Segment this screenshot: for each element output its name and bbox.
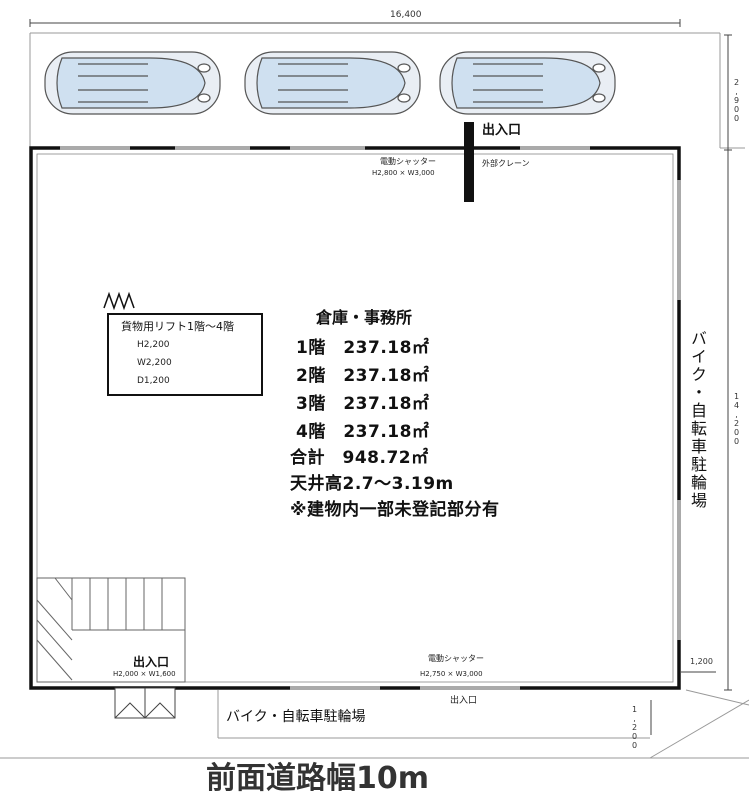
bottom-shutter-label: 電動シャッター — [428, 654, 484, 663]
bottom-right-dim — [650, 671, 716, 735]
summary-floor-1: 1階 237.18㎡ — [296, 338, 430, 358]
car-2 — [244, 51, 421, 115]
top-dimension-line — [29, 19, 681, 27]
dimension-top-width: 16,400 — [390, 10, 422, 20]
dimension-right-top: 2,900 — [732, 78, 741, 123]
top-entrance-label: 出入口 — [482, 123, 522, 138]
bottom-left-entrance-size: H2,000 × W1,600 — [113, 670, 176, 678]
top-shutter-label: 電動シャッター — [380, 157, 436, 166]
summary-heading: 倉庫・事務所 — [316, 308, 413, 327]
summary-ceiling: 天井高2.7〜3.19m — [290, 474, 454, 494]
bottom-shutter-size: H2,750 × W3,000 — [420, 670, 483, 678]
lift-height: H2,200 — [137, 340, 170, 350]
bottom-entrance-label: 出入口 — [450, 696, 478, 706]
dimension-right-bottom: 1,200 — [690, 657, 713, 666]
crane-bar — [464, 122, 474, 202]
bottom-left-entrance-label: 出入口 — [133, 655, 170, 669]
right-parking-label: バイク・自転車駐輪場 — [688, 330, 707, 510]
crane-label: 外部クレーン — [482, 159, 530, 168]
building-walls — [29, 146, 681, 690]
car-3 — [439, 51, 616, 115]
summary-note: ※建物内一部未登記部分有 — [290, 500, 500, 520]
car-1 — [44, 51, 221, 115]
right-dimension-line — [724, 34, 732, 691]
site-boundary — [0, 32, 749, 759]
lift-width: W2,200 — [137, 358, 172, 368]
dimension-right-main: 14,200 — [732, 392, 741, 446]
summary-total: 合計 948.72㎡ — [290, 448, 429, 468]
stairs — [36, 577, 186, 683]
summary-floor-4: 4階 237.18㎡ — [296, 422, 430, 442]
lift-depth: D1,200 — [137, 376, 170, 386]
summary-floor-2: 2階 237.18㎡ — [296, 366, 430, 386]
road-width-label: 前面道路幅10m — [206, 761, 430, 796]
freight-lift-box: 貨物用リフト1階〜4階 H2,200 W2,200 D1,200 — [107, 313, 263, 396]
bottom-parking-label: バイク・自転車駐輪場 — [226, 709, 366, 725]
entrance-doors — [114, 687, 176, 719]
lift-title: 貨物用リフト1階〜4階 — [121, 320, 234, 333]
dimension-bottom-right: 1,200 — [630, 705, 639, 750]
top-shutter-size: H2,800 × W3,000 — [372, 169, 435, 177]
lift-mark — [103, 291, 135, 311]
summary-floor-3: 3階 237.18㎡ — [296, 394, 430, 414]
